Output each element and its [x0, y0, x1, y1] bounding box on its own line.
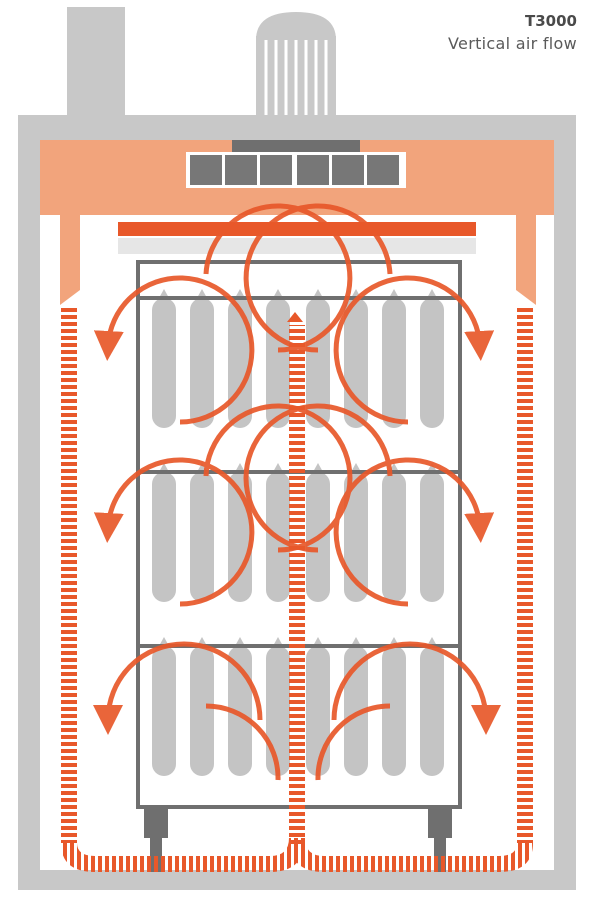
chimney [67, 7, 125, 117]
diagram-subtitle: Vertical air flow [448, 34, 577, 53]
diagram-title: T3000 [525, 12, 577, 30]
fan-motor-icon [256, 12, 336, 116]
airflow-dashed-paths [61, 308, 533, 872]
heater-bar [118, 222, 476, 236]
fan-vents [186, 140, 406, 188]
circulation-loops [93, 203, 501, 781]
baffle-plate [118, 238, 476, 254]
